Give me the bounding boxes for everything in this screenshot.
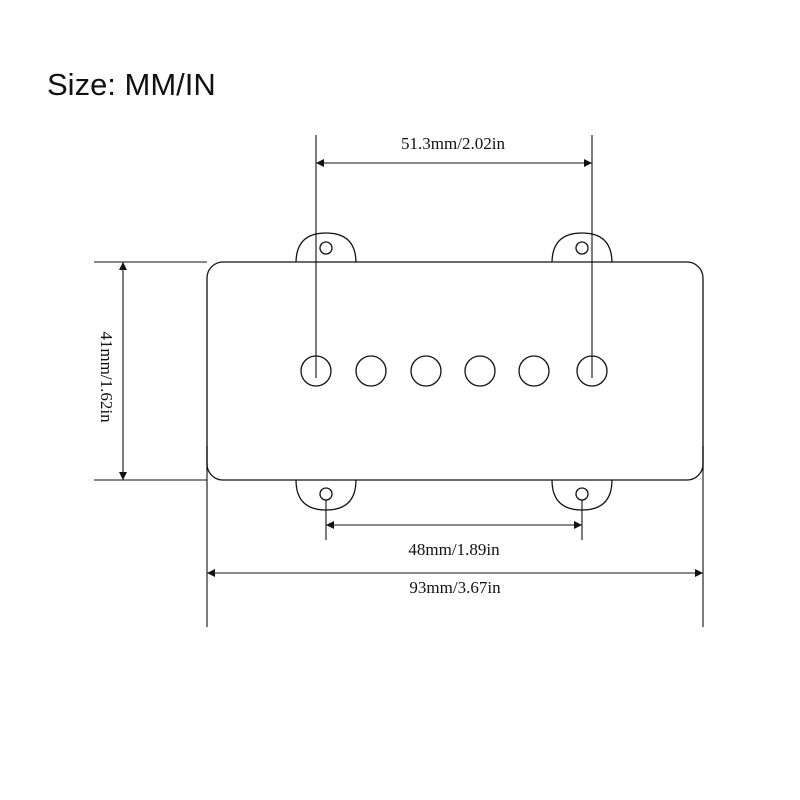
pole-piece	[518, 355, 550, 387]
top-left-screw-hole	[319, 241, 333, 255]
bottom-right-screw-hole	[575, 487, 589, 501]
pole-spacing-label: 51.3mm/2.02in	[401, 134, 505, 153]
top-right-screw-hole	[575, 241, 589, 255]
top-left-mounting-ear	[295, 232, 357, 264]
pickup-body	[206, 261, 704, 481]
pole-piece	[410, 355, 442, 387]
pole-piece	[355, 355, 387, 387]
mount-spacing-label: 48mm/1.89in	[408, 540, 500, 559]
bottom-left-screw-hole	[319, 487, 333, 501]
pole-piece	[464, 355, 496, 387]
height-label: 41mm/1.62in	[97, 331, 116, 423]
page-title: Size: MM/IN	[47, 67, 216, 102]
total-width-label: 93mm/3.67in	[409, 578, 501, 597]
top-right-mounting-ear	[551, 232, 613, 264]
